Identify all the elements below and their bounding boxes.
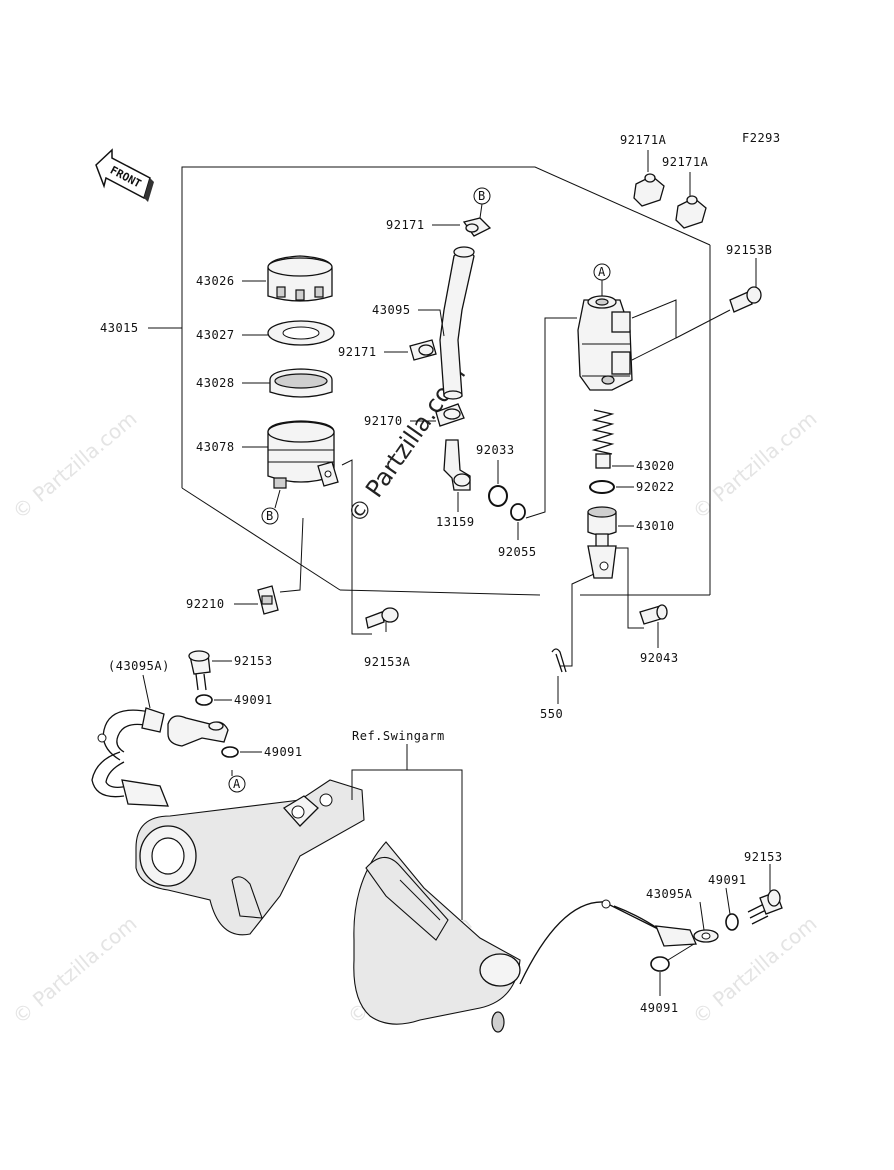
label-43028: 43028	[196, 376, 235, 390]
label-92055: 92055	[498, 545, 537, 559]
bolt-92153A	[365, 607, 399, 629]
label-43027: 43027	[196, 328, 235, 342]
ref-a-top: A	[593, 263, 611, 281]
label-92043: 92043	[640, 651, 679, 665]
snap-ring-92022	[589, 480, 615, 494]
label-49091-b: 49091	[264, 745, 303, 759]
label-43095: 43095	[372, 303, 411, 317]
swingarm	[135, 779, 521, 1033]
label-92171A-2: 92171A	[662, 155, 709, 169]
hose-clamp-lower	[435, 403, 465, 427]
label-92171A-1: 92171A	[620, 133, 667, 147]
washer-49091-b	[221, 746, 239, 758]
hose-fitting	[443, 439, 471, 491]
label-49091-d: 49091	[640, 1001, 679, 1015]
master-cylinder-body	[577, 295, 633, 391]
washer-49091-a	[195, 694, 213, 706]
banjo-bolt-92153-right	[747, 889, 783, 925]
reservoir-tank	[267, 420, 339, 489]
label-43020: 43020	[636, 459, 675, 473]
reservoir-hose	[439, 246, 475, 400]
banjo-bolt-92153-left	[188, 650, 211, 691]
svg-text:A: A	[233, 777, 241, 791]
ref-a-lower: A	[228, 775, 246, 793]
label-92171-mid: 92171	[338, 345, 377, 359]
ref-b-reservoir: B	[261, 507, 279, 525]
label-92153B: 92153B	[726, 243, 772, 257]
label-43095A: 43095A	[646, 887, 693, 901]
o-ring-92055	[510, 503, 526, 521]
watermark-bottom-left: © Partzilla.com	[8, 911, 142, 1029]
label-92153-right: 92153	[744, 850, 783, 864]
front-arrow-icon: FRONT	[95, 148, 154, 202]
label-ref-swingarm: Ref.Swingarm	[352, 729, 445, 743]
assembly-outline	[148, 166, 711, 596]
label-92022: 92022	[636, 480, 675, 494]
label-49091-c: 49091	[708, 873, 747, 887]
banjo-fitting-left	[167, 715, 229, 747]
watermark-right: © Partzilla.com	[688, 406, 822, 524]
label-92170: 92170	[364, 414, 403, 428]
pin-92043	[639, 604, 668, 625]
clamp-92171A-2	[675, 195, 707, 229]
watermark-left: © Partzilla.com	[8, 406, 142, 524]
label-92210: 92210	[186, 597, 225, 611]
label-43015: 43015	[100, 321, 139, 335]
label-43010: 43010	[636, 519, 675, 533]
reservoir-diaphragm	[269, 368, 333, 398]
hose-clamp-top	[462, 217, 492, 237]
label-49091-a: 49091	[234, 693, 273, 707]
label-92153A: 92153A	[364, 655, 411, 669]
label-92153-left: 92153	[234, 654, 273, 668]
svg-text:B: B	[266, 509, 274, 523]
hose-clamp-mid	[409, 339, 437, 361]
clamp-92171A-1	[633, 173, 665, 207]
washer-49091-c	[725, 913, 739, 931]
label-92171-top: 92171	[386, 218, 425, 232]
reservoir-plate	[267, 320, 335, 346]
brake-hose-right	[519, 899, 719, 985]
reservoir-cap	[267, 255, 333, 302]
label-43078: 43078	[196, 440, 235, 454]
watermark-bottom-right: © Partzilla.com	[688, 911, 822, 1029]
label-43095A-paren: (43095A)	[108, 659, 170, 673]
cotter-pin-550	[551, 648, 567, 673]
part-labels: 43026 43027 43028 43078 43015 92210 9217…	[100, 133, 783, 1015]
label-92033: 92033	[476, 443, 515, 457]
svg-text:A: A	[598, 265, 606, 279]
svg-text:B: B	[478, 189, 486, 203]
ref-b-top: B	[473, 187, 491, 205]
label-550: 550	[540, 707, 563, 721]
brake-hose-left	[91, 707, 169, 807]
label-13159: 13159	[436, 515, 475, 529]
spring-43020	[591, 409, 615, 469]
snap-ring-92033	[488, 485, 508, 507]
hose-clip	[257, 585, 279, 615]
piston-43010	[587, 506, 617, 579]
bolt-92153B	[729, 286, 762, 313]
label-43026: 43026	[196, 274, 235, 288]
washer-49091-d	[650, 956, 670, 972]
figure-code: F2293	[742, 131, 781, 145]
